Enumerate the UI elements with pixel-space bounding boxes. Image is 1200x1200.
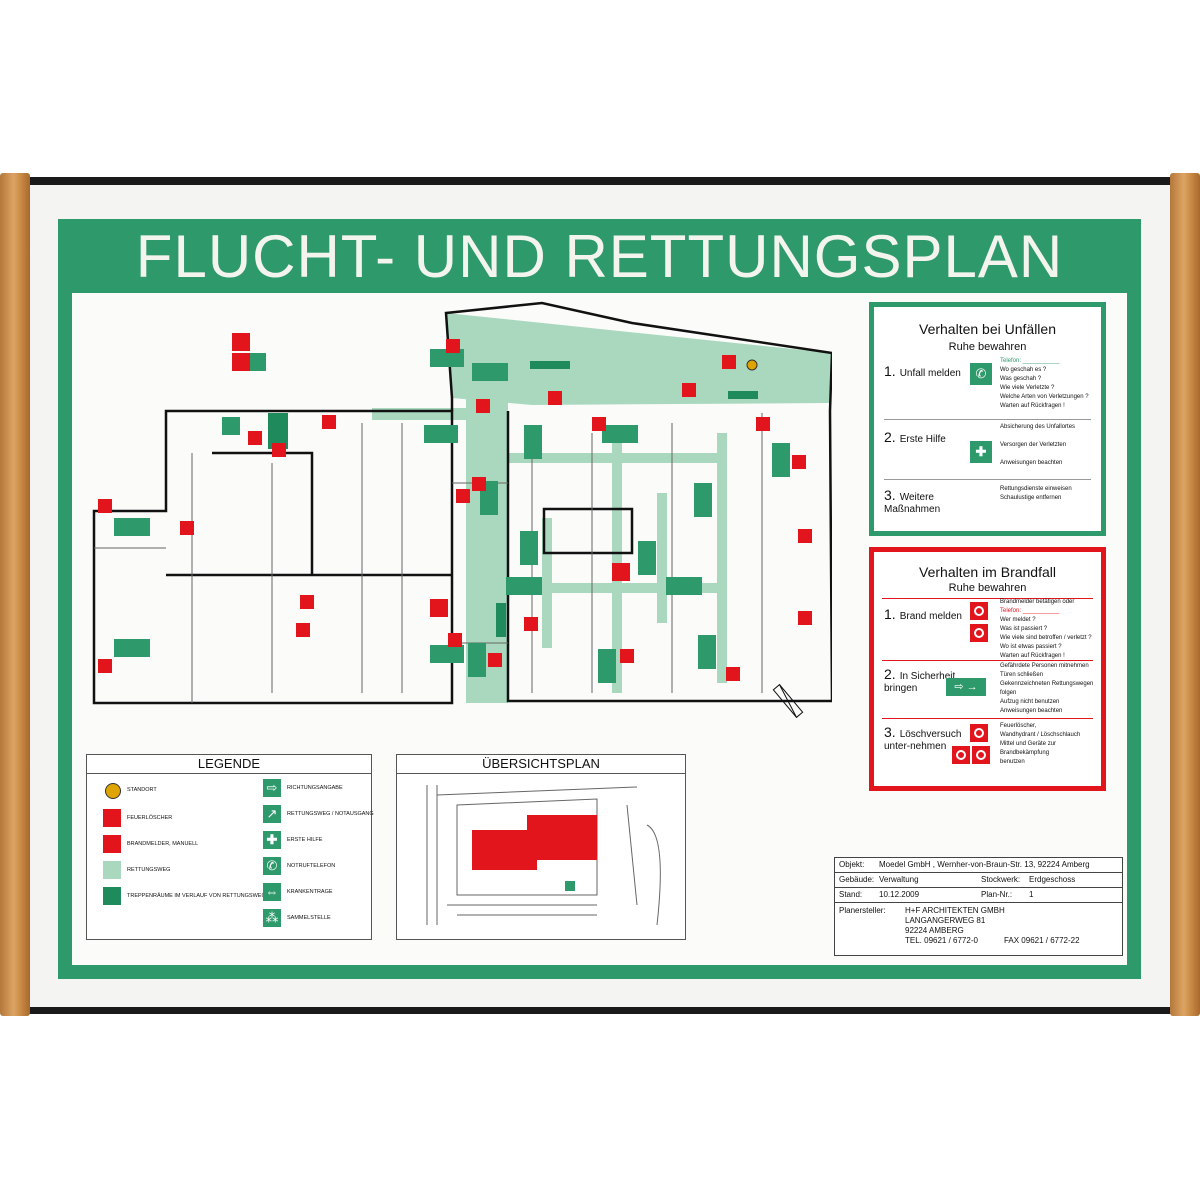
extinguisher-legend-icon — [103, 809, 121, 827]
stairwells — [268, 361, 758, 637]
accident-step-3: 3.Weitere Maßnahmen — [884, 487, 941, 515]
accidents-subheading: Ruhe bewahren — [948, 341, 1027, 353]
legend-panel: LEGENDE STANDORT FEUERLÖSCHER BRANDMELDE… — [86, 754, 374, 940]
sign-frame: FLUCHT- UND RETTUNGSPLAN — [0, 173, 1200, 1016]
accident-step-1: 1.Unfall melden — [884, 363, 961, 379]
objekt-value: Moedel GmbH , Wernher-von-Braun-Str. 13,… — [879, 860, 1090, 869]
north-arrow — [772, 683, 804, 719]
stand-value: 10.12.2009 — [879, 890, 920, 899]
frame-wood-right — [1170, 173, 1200, 1016]
legend-krankentrage: KRANKENTRAGE — [287, 889, 333, 895]
fire-phone-icon — [970, 624, 988, 642]
overview-panel: ÜBERSICHTSPLAN — [396, 754, 686, 940]
legend-treppenraeume: TREPPENRÄUME IM VERLAUF VON RETTUNGSWEGE… — [127, 893, 274, 899]
fire-step-1: 1.Brand melden — [884, 606, 962, 622]
emergency-phone-icon: ✆ — [263, 857, 281, 875]
legend-notausgang: RETTUNGSWEG / NOTAUSGANG — [287, 811, 374, 817]
legend-erste-hilfe: ERSTE HILFE — [287, 837, 323, 843]
accidents-heading: Verhalten bei Unfällen — [919, 321, 1056, 337]
legend-sammelstelle: SAMMELSTELLE — [287, 915, 331, 921]
sign-board: FLUCHT- UND RETTUNGSPLAN — [30, 185, 1170, 1007]
top-rail — [24, 177, 1176, 186]
stockwerk-label: Stockwerk: — [981, 875, 1021, 884]
fire-panel: Verhalten im Brandfall Ruhe bewahren 1.B… — [869, 547, 1106, 791]
stockwerk-value: Erdgeschoss — [1029, 875, 1076, 884]
legend-richtung: RICHTUNGSANGABE — [287, 785, 343, 791]
fire-heading: Verhalten im Brandfall — [919, 564, 1056, 580]
accidents-panel: Verhalten bei Unfällen Ruhe bewahren 1.U… — [869, 302, 1106, 536]
site-map — [426, 785, 661, 926]
accident-questions: Telefon: ___________ Wo geschah es ? Was… — [1000, 358, 1089, 409]
stair-swatch — [103, 887, 121, 905]
frame-wood-left — [0, 173, 30, 1016]
bottom-rail — [24, 1005, 1176, 1014]
accident-step-2: 2.Erste Hilfe — [884, 429, 946, 445]
first-aid-legend-icon: ✚ — [263, 831, 281, 849]
fire-report-notes: Brandmelder betätigen oder Telefon: ____… — [1000, 599, 1092, 659]
fire-alarm-icon — [970, 602, 988, 620]
title-block: Objekt: Moedel GmbH , Wernher-von-Braun-… — [834, 857, 1123, 956]
legend-notruftelefon: NOTRUFTELEFON — [287, 863, 336, 869]
legend-brandmelder: BRANDMELDER, MANUELL — [127, 841, 199, 847]
floor-plan — [92, 301, 832, 719]
exit-icon: ↗ — [263, 805, 281, 823]
plan-sheet: FLUCHT- UND RETTUNGSPLAN — [58, 219, 1141, 979]
fire-step-2: 2.In Sicherheit bringen — [884, 666, 956, 694]
assembly-point-icon: ⁂ — [263, 909, 281, 927]
first-aid-notes: Absicherung des Unfallortes Versorgen de… — [1000, 424, 1076, 466]
plan-label: Plan-Nr.: — [981, 890, 1013, 899]
stand-label: Stand: — [839, 890, 863, 899]
escape-signs — [114, 349, 790, 683]
first-aid-icon: ✚ — [970, 441, 992, 463]
overview-title: ÜBERSICHTSPLAN — [397, 755, 685, 774]
plan-area: Verhalten bei Unfällen Ruhe bewahren 1.U… — [72, 293, 1127, 965]
gebaeude-label: Gebäude: — [839, 875, 875, 884]
plan-value: 1 — [1029, 890, 1034, 899]
escape-routes — [372, 313, 832, 703]
legend-feuerloescher: FEUERLÖSCHER — [127, 815, 173, 821]
escape-arrow-icon: ⇨ → — [946, 678, 986, 696]
legend-rettungsweg: RETTUNGSWEG — [127, 867, 171, 873]
legend-title: LEGENDE — [87, 755, 371, 774]
extinguish-notes: Feuerlöscher, Wandhydrant / Löschschlauc… — [1000, 723, 1081, 765]
gebaeude-value: Verwaltung — [879, 875, 919, 884]
standort-marker — [746, 359, 758, 371]
alarm-legend-icon — [103, 835, 121, 853]
phone-icon: ✆ — [970, 363, 992, 385]
standort-icon — [105, 783, 121, 799]
further-notes: Rettungsdienste einweisen Schaulustige e… — [1000, 486, 1072, 501]
hose-icon — [972, 746, 990, 764]
hydrant-icon — [952, 746, 970, 764]
plan-title: FLUCHT- UND RETTUNGSPLAN — [135, 223, 1064, 290]
fire-signs — [98, 333, 812, 681]
stretcher-icon: ⇔ — [263, 883, 281, 901]
fire-subheading: Ruhe bewahren — [948, 582, 1027, 594]
legend-standort: STANDORT — [127, 787, 157, 793]
planer-block: Planersteller: — [839, 906, 886, 915]
fire-step-3: 3.Löschversuch unter-nehmen — [884, 724, 962, 752]
fire-safety-notes: Gefährdete Personen mitnehmen Türen schl… — [1000, 663, 1094, 714]
direction-arrow-icon: ⇨ — [263, 779, 281, 797]
planer-address: H+F ARCHITEKTEN GMBH LANGANGERWEG 81 922… — [905, 906, 1080, 945]
route-swatch — [103, 861, 121, 879]
objekt-label: Objekt: — [839, 860, 865, 869]
extinguisher-icon — [970, 724, 988, 742]
